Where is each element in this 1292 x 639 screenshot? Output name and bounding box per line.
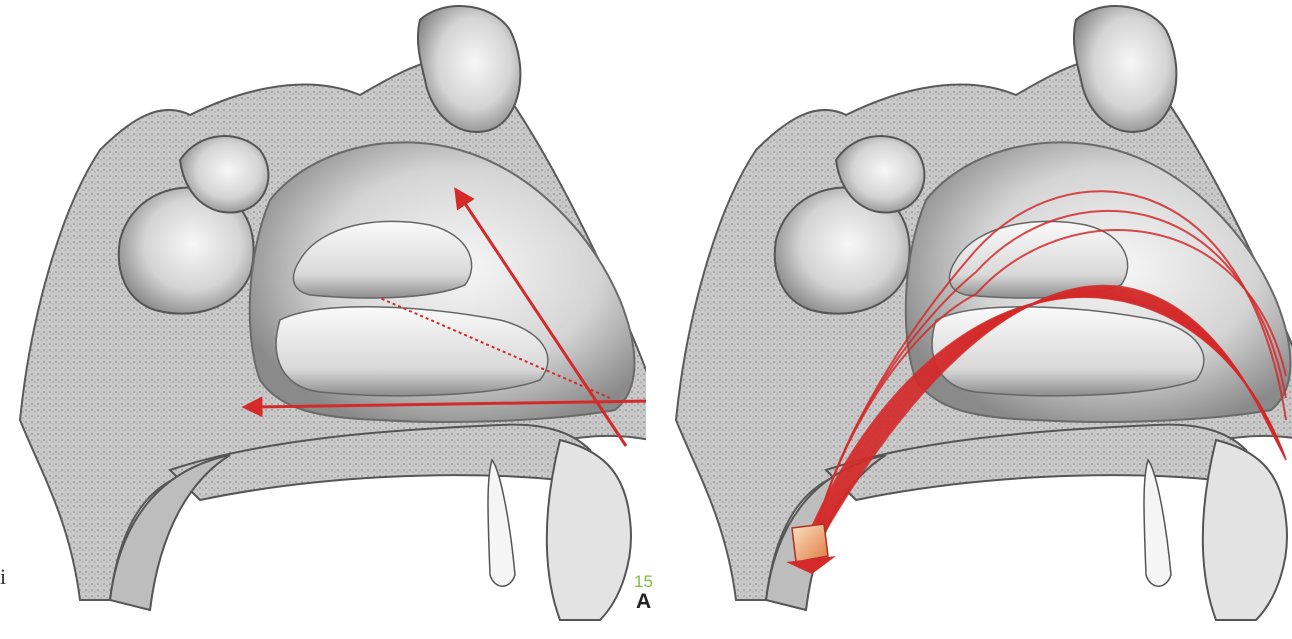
upper-lip [1203,440,1287,620]
incisor-tooth [488,460,515,586]
incisor-tooth [1144,460,1171,586]
nasal-cavity-illustration-right [646,0,1292,639]
right-panel [646,0,1292,639]
nasal-cavity-illustration-left [0,0,646,639]
left-panel [0,0,646,639]
upper-lip [547,440,631,620]
